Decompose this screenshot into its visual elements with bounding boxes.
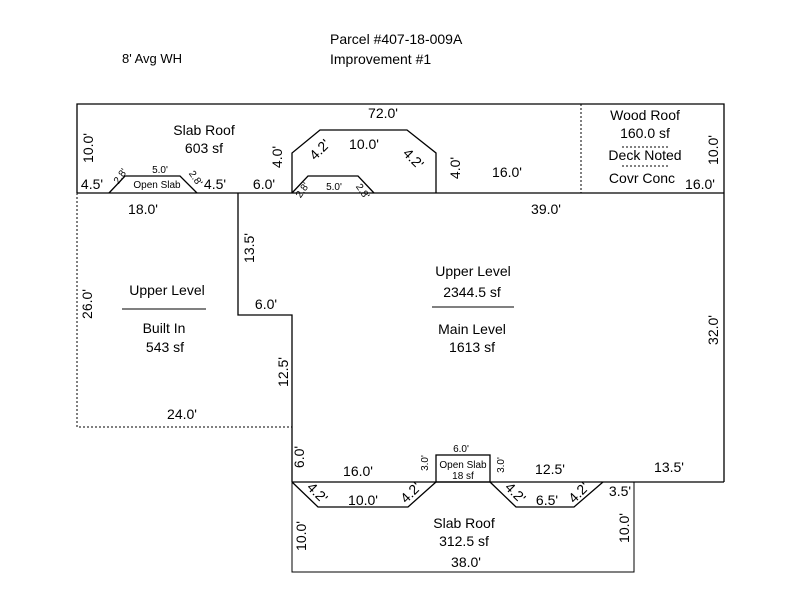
dim-slab-open-width: 5.0' xyxy=(152,165,168,176)
open-slab-bottom-area: 18 sf xyxy=(452,471,474,482)
bump-inner-outline xyxy=(291,175,375,194)
bump-outer-outline xyxy=(291,129,437,193)
dim-bump-left-side: 4.0' xyxy=(269,146,285,168)
dim-left-height: 26.0' xyxy=(79,289,95,319)
dim-inner-chamfer-right: 2.8' xyxy=(353,182,371,201)
dim-open-slab-right: 3.0' xyxy=(496,457,507,473)
dim-bottom-chamfer-r2: 4.2' xyxy=(565,479,592,506)
dim-bump-top: 10.0' xyxy=(349,136,379,152)
dim-inner-width: 5.0' xyxy=(326,182,342,193)
dim-open-slab-width: 6.0' xyxy=(453,444,469,455)
built-in-title: Upper Level xyxy=(129,282,205,298)
dim-right-height: 32.0' xyxy=(705,315,721,345)
wood-roof-note2: Covr Conc xyxy=(609,170,675,186)
dim-top-width: 72.0' xyxy=(368,105,398,121)
slab-roof-top-area: 603 sf xyxy=(185,140,223,156)
main-sub-area: 1613 sf xyxy=(449,339,495,355)
dim-bottom-chamfer-l1: 4.2' xyxy=(304,479,331,506)
dim-lower-right: 13.5' xyxy=(654,459,684,475)
dim-left-top-height: 10.0' xyxy=(80,133,96,163)
dim-lower-left-height: 6.0' xyxy=(291,446,307,468)
dim-wood-width: 16.0' xyxy=(685,176,715,192)
open-slab-top-outline xyxy=(108,175,198,194)
improvement-label: Improvement #1 xyxy=(330,51,431,67)
dim-bottom-left-height: 10.0' xyxy=(293,521,309,551)
main-step-wall xyxy=(237,193,293,482)
dim-right-segment: 16.0' xyxy=(492,164,522,180)
main-title: Upper Level xyxy=(435,263,511,279)
dim-slab-right: 6.0' xyxy=(253,176,275,192)
open-slab-bottom-box xyxy=(435,454,491,483)
main-subtitle: Main Level xyxy=(438,321,506,337)
built-in-area: 543 sf xyxy=(146,339,184,355)
wood-roof-note1: Deck Noted xyxy=(608,147,681,163)
built-in-subtitle: Built In xyxy=(143,320,186,336)
dim-bump-chamfer-left: 4.2' xyxy=(306,136,333,163)
open-slab-bottom-label: Open Slab xyxy=(439,460,487,471)
bottom-chamfer-right xyxy=(489,481,604,508)
parcel-number: Parcel #407-18-009A xyxy=(330,31,463,47)
dim-inner-chamfer-left: 2.8' xyxy=(294,181,312,200)
built-in-outline xyxy=(76,193,292,428)
dim-open-slab-left: 3.0' xyxy=(420,455,431,471)
dim-bottom-chamfer-l2: 4.2' xyxy=(397,479,424,506)
top-strip-outline xyxy=(76,103,725,193)
slab-roof-bottom-area: 312.5 sf xyxy=(439,533,489,549)
main-area: 2344.5 sf xyxy=(443,284,501,300)
dim-built-in-top: 18.0' xyxy=(128,201,158,217)
dim-bump-chamfer-right: 4.2' xyxy=(400,145,427,172)
dim-slab-mid: 4.5' xyxy=(204,176,226,192)
dim-built-in-bottom: 24.0' xyxy=(167,406,197,422)
dim-bump-right-side: 4.0' xyxy=(447,157,463,179)
dim-step-height: 13.5' xyxy=(241,233,257,263)
dim-main-top: 39.0' xyxy=(531,201,561,217)
bottom-chamfer-left xyxy=(291,481,437,508)
bottom-slab-outline xyxy=(291,481,635,573)
dim-slab-left: 4.5' xyxy=(81,176,103,192)
dim-lower-seg-right: 12.5' xyxy=(535,461,565,477)
slab-roof-bottom-title: Slab Roof xyxy=(433,515,495,531)
dim-bottom-chamfer-r1: 4.2' xyxy=(502,479,529,506)
dim-bottom-seg-right: 6.5' xyxy=(536,492,558,508)
open-slab-top-label: Open Slab xyxy=(133,180,181,191)
dim-bottom-seg-left: 10.0' xyxy=(348,492,378,508)
dim-step2-height: 12.5' xyxy=(275,357,291,387)
dim-bottom-right-height: 10.0' xyxy=(616,513,632,543)
wood-roof-title: Wood Roof xyxy=(610,107,680,123)
dim-wood-height: 10.0' xyxy=(705,135,721,165)
dim-bottom-right-step: 3.5' xyxy=(609,483,631,499)
wall-height-label: 8' Avg WH xyxy=(122,51,182,66)
dim-slab-chamfer-left: 2.8' xyxy=(112,167,130,186)
dim-bottom-width: 38.0' xyxy=(451,554,481,570)
dim-lower-seg-left: 16.0' xyxy=(343,463,373,479)
slab-roof-top-title: Slab Roof xyxy=(173,122,235,138)
wood-roof-area: 160.0 sf xyxy=(620,125,670,141)
dim-step-width: 6.0' xyxy=(255,296,277,312)
